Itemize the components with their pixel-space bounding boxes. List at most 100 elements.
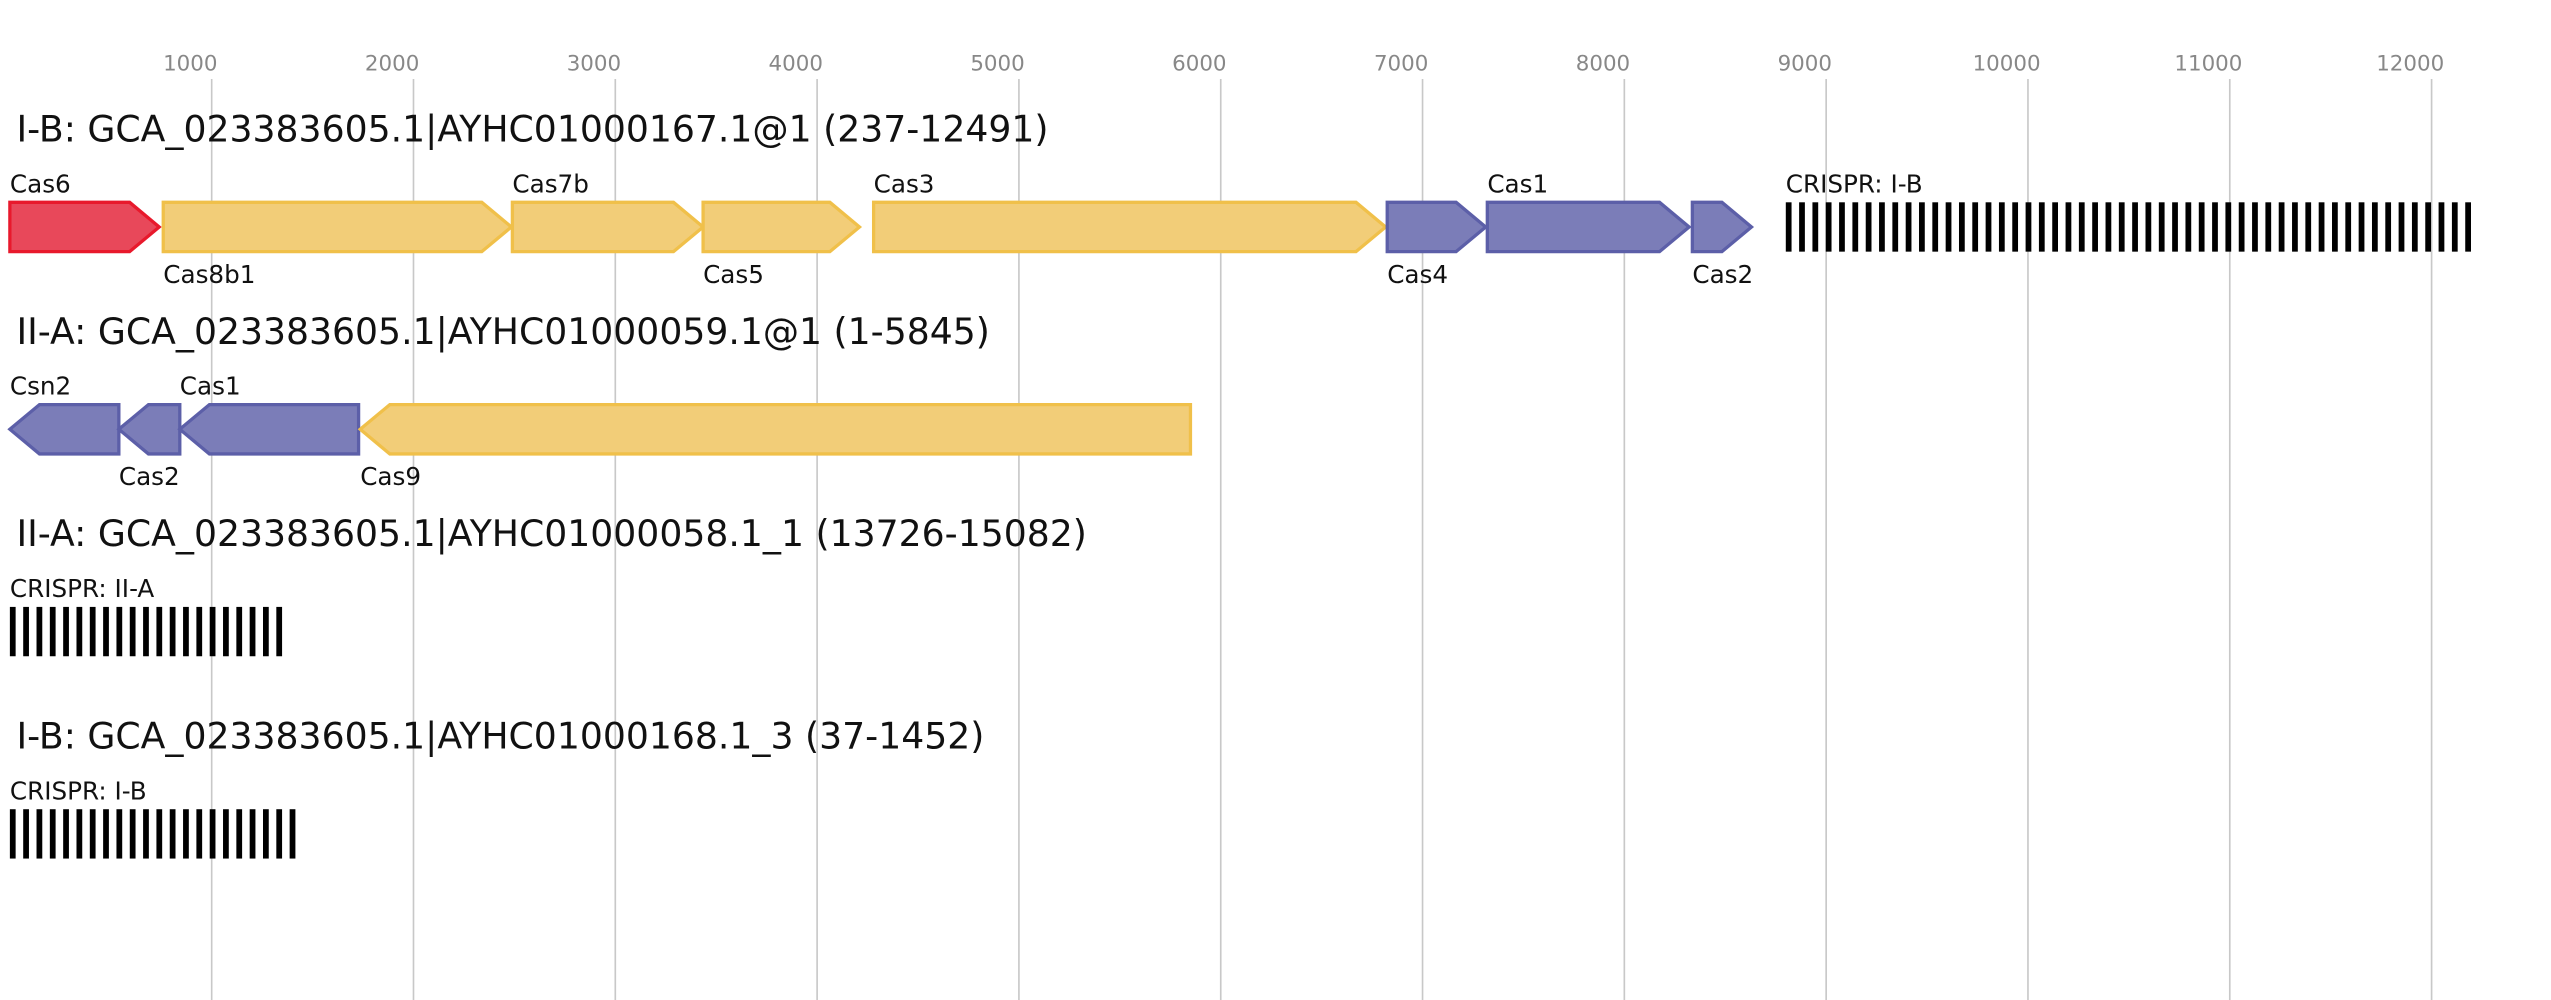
crispr-repeat	[76, 809, 83, 859]
crispr-repeat	[2385, 202, 2392, 252]
crispr-repeat	[116, 606, 123, 657]
crispr-repeat	[1812, 202, 1819, 252]
crispr-repeat	[1865, 202, 1872, 252]
crispr-repeat	[1892, 202, 1899, 252]
crispr-repeat	[143, 606, 149, 657]
tick-label: 11000	[2174, 52, 2242, 77]
gene-arrow-cas8b1	[161, 200, 514, 254]
crispr-repeat	[2012, 202, 2019, 252]
crispr-repeat	[2078, 202, 2085, 252]
crispr-repeat	[2118, 202, 2125, 252]
tick-label: 1000	[163, 52, 217, 77]
crispr-repeat	[23, 606, 29, 657]
gene-arrow-cas7b	[510, 200, 706, 254]
crispr-repeat	[23, 809, 29, 859]
crispr-repeat	[2052, 202, 2058, 252]
crispr-repeat	[2425, 202, 2432, 252]
crispr-repeat	[103, 606, 109, 657]
crispr-repeat	[1932, 202, 1939, 252]
crispr-repeat	[2345, 202, 2352, 252]
gene-arrow-cas9	[357, 402, 1193, 456]
crispr-repeat	[2185, 202, 2192, 252]
track-title: II-A: GCA_023383605.1|AYHC01000059.1@1 (…	[16, 310, 989, 353]
crispr-repeat	[49, 809, 56, 859]
feature-label: Cas7b	[512, 169, 589, 198]
crispr-repeat	[276, 606, 283, 657]
feature-label: Cas3	[874, 169, 935, 198]
crispr-repeat	[2065, 202, 2072, 252]
crispr-repeat	[2265, 202, 2272, 252]
feature-label: Cas2	[119, 462, 180, 491]
feature-label: Cas8b1	[163, 260, 255, 289]
track-title: I-B: GCA_023383605.1|AYHC01000167.1@1 (2…	[16, 107, 1048, 150]
crispr-repeat	[49, 606, 56, 657]
crispr-repeat	[103, 809, 109, 859]
track-title: I-B: GCA_023383605.1|AYHC01000168.1_3 (3…	[16, 714, 984, 757]
crispr-repeat	[2238, 202, 2245, 252]
feature-label: CRISPR: I-B	[10, 776, 147, 805]
crispr-repeat	[1825, 202, 1832, 252]
tick-label: 3000	[567, 52, 621, 77]
crispr-repeat	[2398, 202, 2405, 252]
feature-label: CRISPR: II-A	[10, 574, 155, 603]
crispr-repeat	[2438, 202, 2445, 252]
crispr-repeat	[2038, 202, 2045, 252]
crispr-repeat	[1799, 202, 1805, 252]
crispr-repeat	[129, 809, 136, 859]
crispr-repeat	[9, 809, 16, 859]
crispr-repeat	[1998, 202, 2005, 252]
crispr-repeat	[2132, 202, 2138, 252]
crispr-repeat	[249, 606, 256, 657]
tick-label: 5000	[970, 52, 1024, 77]
crispr-repeat	[183, 606, 189, 657]
gene-arrow-cas5	[701, 200, 863, 254]
crispr-repeat	[89, 606, 96, 657]
crispr-repeat	[236, 606, 243, 657]
crispr-repeat	[129, 606, 136, 657]
feature-label: CRISPR: I-B	[1786, 169, 1923, 198]
crispr-repeat	[36, 606, 43, 657]
crispr-repeat	[2158, 202, 2165, 252]
crispr-repeat	[169, 606, 176, 657]
feature-label: Cas6	[10, 169, 71, 198]
crispr-repeat	[263, 809, 269, 859]
crispr-repeat	[1919, 202, 1925, 252]
crispr-repeat	[289, 809, 296, 859]
crispr-repeat	[2252, 202, 2258, 252]
feature-label: Cas4	[1387, 260, 1448, 289]
gene-arrow-cas1	[1485, 200, 1692, 254]
crispr-repeat	[2145, 202, 2152, 252]
crispr-repeat	[2225, 202, 2232, 252]
crispr-repeat	[183, 809, 189, 859]
tick-label: 7000	[1374, 52, 1428, 77]
feature-label: Cas9	[360, 462, 421, 491]
gene-arrow-cas1	[177, 402, 361, 456]
crispr-repeat	[63, 606, 69, 657]
crispr-repeat	[276, 809, 283, 859]
crispr-repeat	[76, 606, 83, 657]
crispr-repeat	[2332, 202, 2338, 252]
crispr-repeat	[9, 606, 16, 657]
crispr-repeat	[2278, 202, 2285, 252]
crispr-repeat	[1852, 202, 1859, 252]
tick-label: 6000	[1172, 52, 1226, 77]
crispr-repeat	[89, 809, 96, 859]
crispr-repeat	[223, 606, 229, 657]
track-title: II-A: GCA_023383605.1|AYHC01000058.1_1 (…	[16, 512, 1086, 555]
gene-arrow-cas2	[116, 402, 182, 456]
crispr-repeat	[249, 809, 256, 859]
crispr-repeat	[156, 809, 163, 859]
crispr-repeat	[2198, 202, 2205, 252]
crispr-repeat	[36, 809, 43, 859]
crispr-repeat	[1839, 202, 1845, 252]
feature-label: Cas2	[1692, 260, 1753, 289]
gene-arrow-cas3	[871, 200, 1389, 254]
crispr-repeat	[1945, 202, 1952, 252]
crispr-repeat	[143, 809, 149, 859]
crispr-repeat	[63, 809, 69, 859]
crispr-repeat	[263, 606, 269, 657]
tick-label: 9000	[1778, 52, 1832, 77]
crispr-repeat	[2371, 202, 2378, 252]
feature-label: Csn2	[10, 372, 71, 401]
tick-label: 12000	[2376, 52, 2444, 77]
